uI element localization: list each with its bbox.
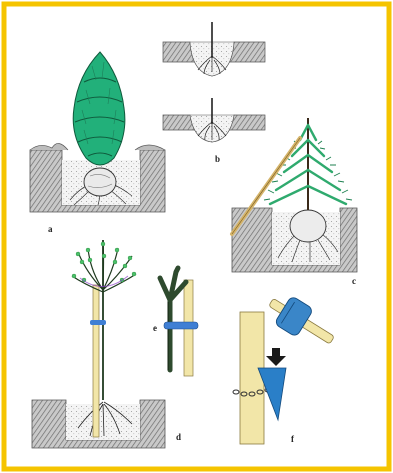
panel-d-tie	[90, 320, 106, 325]
panel-a-rootball	[84, 168, 116, 196]
label-c: c	[352, 276, 356, 286]
label-a: a	[48, 224, 53, 234]
panel-f-stake	[240, 312, 264, 444]
panel-d-stake	[93, 285, 99, 437]
label-e: e	[153, 323, 157, 333]
panel-e-tie	[164, 322, 198, 329]
panel-c-rootball	[290, 210, 326, 242]
label-d: d	[176, 432, 181, 442]
label-b: b	[215, 154, 220, 164]
